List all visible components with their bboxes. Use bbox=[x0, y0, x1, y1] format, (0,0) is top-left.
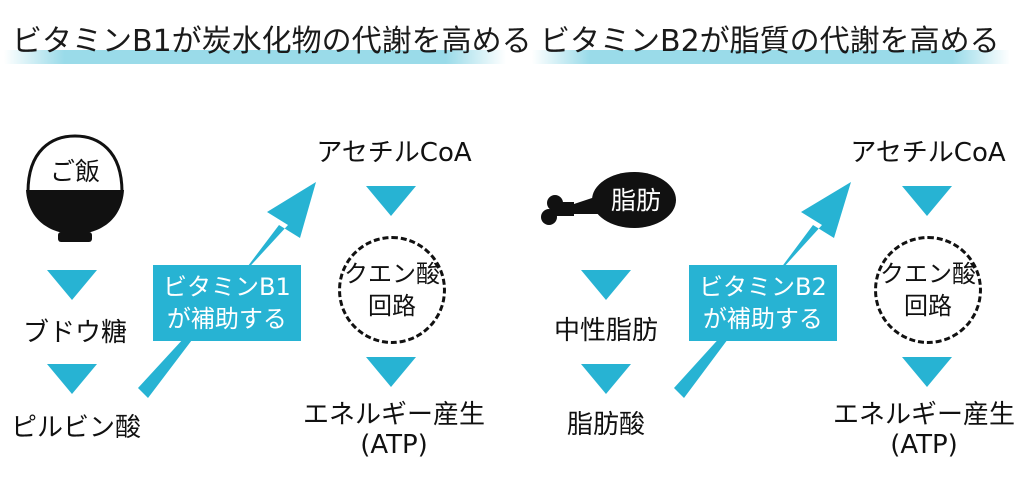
left-food-label: ご飯 bbox=[49, 157, 100, 186]
right-badge-line2: が補助する bbox=[702, 305, 823, 333]
left-down-arrow-2 bbox=[47, 364, 97, 394]
right-step1-label: 中性脂肪 bbox=[553, 316, 658, 346]
right-energy-line2: (ATP) bbox=[890, 430, 958, 460]
left-step1-label: ブドウ糖 bbox=[22, 318, 127, 348]
left-energy-line2: (ATP) bbox=[360, 430, 428, 460]
right-down-arrow-2 bbox=[581, 364, 631, 394]
left-badge-line2: が補助する bbox=[166, 305, 287, 333]
right-down-arrow-3 bbox=[902, 186, 952, 216]
left-cycle-line1: クエン酸 bbox=[344, 260, 440, 288]
right-title: ビタミンB2が脂質の代謝を高める bbox=[532, 22, 1010, 66]
left-title: ビタミンB1が炭水化物の代謝を高める bbox=[4, 22, 532, 66]
right-down-arrow-4 bbox=[902, 357, 952, 387]
right-cycle-line1: クエン酸 bbox=[880, 260, 976, 288]
left-acetyl-label: アセチルCoA bbox=[316, 138, 472, 168]
left-down-arrow-4 bbox=[366, 357, 416, 387]
right-big-arrow bbox=[674, 182, 851, 398]
right-title-highlight bbox=[532, 50, 1010, 64]
right-cycle-line2: 回路 bbox=[904, 292, 952, 320]
left-title-highlight bbox=[4, 50, 506, 64]
left-badge-line1: ビタミンB1 bbox=[163, 273, 291, 301]
left-down-arrow-1 bbox=[47, 270, 97, 300]
left-energy-line1: エネルギー産生 bbox=[302, 400, 485, 430]
right-food-label: 脂肪 bbox=[610, 186, 661, 215]
left-big-arrow bbox=[138, 182, 316, 398]
meat-drumstick-icon bbox=[541, 172, 676, 228]
right-step2-label: 脂肪酸 bbox=[566, 410, 645, 440]
right-down-arrow-1 bbox=[581, 270, 631, 300]
left-down-arrow-3 bbox=[366, 186, 416, 216]
left-vitamin-badge: ビタミンB1 が補助する bbox=[153, 265, 301, 341]
right-title-text: ビタミンB2が脂質の代謝を高める bbox=[540, 24, 1000, 59]
right-energy-line1: エネルギー産生 bbox=[832, 400, 1015, 430]
left-cycle-line2: 回路 bbox=[368, 292, 416, 320]
left-step2-label: ピルビン酸 bbox=[10, 413, 141, 443]
right-vitamin-badge: ビタミンB2 が補助する bbox=[689, 265, 837, 341]
left-title-text: ビタミンB1が炭水化物の代謝を高める bbox=[12, 24, 532, 59]
rice-bowl-icon bbox=[26, 134, 124, 242]
right-citric-cycle: クエン酸 回路 bbox=[874, 236, 982, 344]
left-citric-cycle: クエン酸 回路 bbox=[338, 236, 446, 344]
right-acetyl-label: アセチルCoA bbox=[850, 138, 1006, 168]
right-badge-line1: ビタミンB2 bbox=[699, 273, 827, 301]
